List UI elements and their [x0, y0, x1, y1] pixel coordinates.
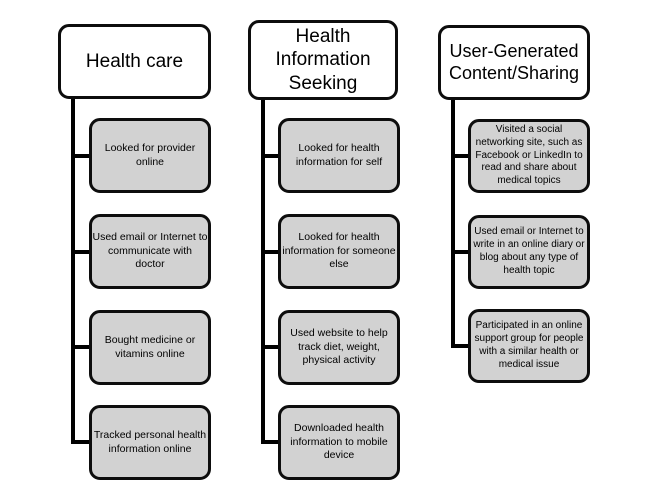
item-label: Looked for health information for someon… [282, 231, 396, 271]
item-label: Bought medicine or vitamins online [104, 333, 196, 360]
header-box-user-generated-content-sharing: User-Generated Content/Sharing [438, 25, 590, 100]
item-label: Used email or Internet to write in an on… [473, 226, 585, 276]
connector-stub-col3-item3 [451, 344, 468, 348]
item-box-looked-for-provider-online: Looked for provider online [89, 118, 211, 193]
item-label: Used email or Internet to communicate wi… [92, 231, 208, 271]
item-label: Looked for health information for self [295, 141, 383, 168]
connector-stub-col1-item1 [71, 154, 89, 158]
header-label-user-generated-content-sharing: User-Generated Content/Sharing [448, 40, 580, 83]
header-label-health-care: Health care [85, 50, 184, 72]
item-label: Participated in an online support group … [474, 320, 584, 370]
item-label: Visited a social networking site, such a… [475, 124, 583, 187]
item-label: Tracked personal health information onli… [93, 428, 207, 455]
header-label-health-information-seeking: Health Information Seeking [275, 26, 371, 94]
connector-stub-col1-item4 [71, 440, 89, 444]
header-box-health-information-seeking: Health Information Seeking [248, 20, 398, 100]
connector-vline-col1 [71, 97, 75, 444]
item-box-email-internet-communicate-doctor: Used email or Internet to communicate wi… [89, 214, 211, 289]
connector-stub-col2-item4 [261, 440, 278, 444]
connector-stub-col1-item3 [71, 345, 89, 349]
item-label: Used website to help track diet, weight,… [290, 327, 388, 367]
connector-stub-col2-item1 [261, 154, 278, 158]
connector-vline-col2 [261, 97, 265, 444]
header-box-health-care: Health care [58, 24, 211, 99]
item-box-health-info-for-someone-else: Looked for health information for someon… [278, 214, 400, 289]
item-box-downloaded-health-info-mobile: Downloaded health information to mobile … [278, 405, 400, 480]
connector-stub-col2-item2 [261, 250, 278, 254]
item-box-bought-medicine-vitamins: Bought medicine or vitamins online [89, 310, 211, 385]
item-box-online-support-group: Participated in an online support group … [468, 309, 590, 383]
item-box-health-info-for-self: Looked for health information for self [278, 118, 400, 193]
item-box-tracked-personal-health-info: Tracked personal health information onli… [89, 405, 211, 480]
connector-stub-col3-item1 [451, 154, 468, 158]
item-box-visited-social-networking-site: Visited a social networking site, such a… [468, 119, 590, 193]
connector-stub-col2-item3 [261, 345, 278, 349]
connector-vline-col3 [451, 97, 455, 348]
item-label: Downloaded health information to mobile … [290, 422, 388, 462]
item-box-website-track-diet-weight: Used website to help track diet, weight,… [278, 310, 400, 385]
item-label: Looked for provider online [104, 141, 196, 168]
connector-stub-col3-item2 [451, 250, 468, 254]
item-box-online-diary-blog: Used email or Internet to write in an on… [468, 215, 590, 289]
connector-stub-col1-item2 [71, 250, 89, 254]
